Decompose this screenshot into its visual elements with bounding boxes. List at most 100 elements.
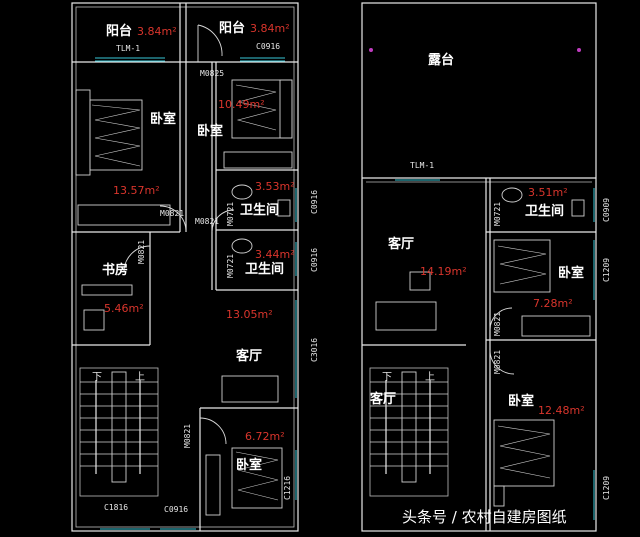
floor1-living-sofa	[221, 375, 279, 403]
floor2-outer-wall	[361, 2, 597, 532]
floor1-living-label: 客厅	[236, 348, 262, 364]
floor1-bedroom-right-wardrobe	[223, 151, 293, 169]
floor1-stair-treads	[80, 381, 158, 467]
floor2-bathroom-area: 3.51m²	[528, 186, 568, 199]
floor1-code-m0821-a: M0821	[160, 209, 184, 218]
floor1-bedroom-right-label: 卧室	[197, 123, 223, 139]
floor2-terrace-marker-right	[577, 48, 581, 52]
floor1-study-chair	[83, 309, 105, 331]
floor2-stair-treads	[370, 381, 448, 467]
floor1-balcony-right-area: 3.84m²	[250, 22, 290, 35]
floor1-study-desk	[81, 284, 133, 296]
floor2-bedroom-upper-bed-hatch	[497, 245, 547, 285]
floor1-bedroom-left-area: 13.57m²	[113, 184, 160, 197]
floor2-living-area: 14.19m²	[420, 265, 467, 278]
floor1-balcony-left-label: 阳台	[106, 23, 132, 39]
floor1-code-c1816: C1816	[104, 503, 128, 512]
floor1-balcony-right-label: 阳台	[219, 20, 245, 36]
floor1-bedroom-left-door	[159, 205, 187, 233]
floor1-bedroom-bottom-label: 卧室	[236, 457, 262, 473]
floor1-bedroom-bottom-wardrobe	[205, 454, 221, 516]
floor2-bedroom-lower-door	[489, 349, 515, 375]
floor1-bedroom-bottom-bed	[231, 447, 283, 509]
floor2-stair-down-label: 下	[382, 372, 392, 383]
floor1-bedroom-right-headboard	[279, 79, 293, 139]
floor1-code-m0821-b: M0821	[195, 217, 219, 226]
floor1-bedroom-right-area: 10.49m²	[218, 98, 265, 111]
floor1-study-area: 5.46m²	[104, 302, 144, 315]
floor1-bathroom-lower-area: 3.44m²	[255, 248, 295, 261]
floor2-bedroom-upper-door	[489, 307, 513, 331]
floor1-code-c1216: C1216	[283, 476, 292, 500]
floor1-bedroom-left-label: 卧室	[150, 111, 176, 127]
floor1-code-c0916-b: C0916	[310, 248, 319, 272]
floor1-code-c3016: C3016	[310, 338, 319, 362]
floor1-labels: 阳台 3.84m² 阳台 3.84m² TLM-1 C0916 M0825 10…	[92, 20, 319, 514]
floor2-living-sofa	[375, 301, 437, 331]
floor1-bathroom-upper-toilet	[277, 199, 291, 217]
floor2-bathroom-toilet	[571, 199, 585, 217]
floor1-bedroom-left-bed-hatch	[91, 104, 141, 167]
floor2-stairs-frame	[369, 367, 449, 497]
floor2-code-m0721: M0721	[493, 202, 502, 226]
floor1-code-tlm: TLM-1	[116, 44, 140, 53]
floor1-bedroom-left-wardrobe	[77, 204, 171, 226]
floor1-code-m0821-d: M0821	[183, 424, 192, 448]
floor1-living-area: 13.05m²	[226, 308, 273, 321]
floor1-balcony-left-area: 3.84m²	[137, 25, 177, 38]
floor1-bathroom-upper-sink	[231, 184, 253, 200]
floor2-code-tlm: TLM-1	[410, 161, 434, 170]
floor1-bedroom-left-bed	[89, 99, 143, 171]
floor1-bathroom-upper-label: 卫生间	[240, 202, 279, 218]
floor1-code-m0825: M0825	[200, 69, 224, 78]
floor2-terrace-label: 露台	[428, 52, 454, 68]
floor1-balcony-door-arc	[197, 24, 223, 57]
floor2-bedroom-upper-wardrobe	[521, 315, 591, 337]
floor1-bedroom-right-bed-hatch	[235, 84, 277, 131]
floor2-plan	[361, 2, 597, 532]
floor1-stair-down-label: 下	[92, 372, 102, 383]
floor2-code-c1209-a: C1209	[602, 258, 611, 282]
floor2-code-m0821-b: M0821	[493, 350, 502, 374]
floor2-bedroom-upper-label: 卧室	[558, 265, 584, 281]
floor1-bedroom-left-headboard	[75, 89, 91, 176]
floor2-bedroom-upper-bed	[493, 239, 551, 293]
floor1-stair-up-label: 上	[135, 371, 145, 383]
floor1-inner-outline	[75, 6, 295, 528]
floor2-living-label: 客厅	[388, 236, 414, 252]
floor2-bedroom-lower-bed	[493, 419, 555, 487]
floor2-terrace-marker-left	[369, 48, 373, 52]
floor1-bathroom-lower-label: 卫生间	[245, 261, 284, 277]
floor2-bedroom-lower-nightstand	[493, 485, 505, 507]
floor2-bedroom-lower-label: 卧室	[508, 393, 534, 409]
floor1-bathroom-upper-area: 3.53m²	[255, 180, 295, 193]
floor1-bedroom-bottom-bed-hatch	[235, 451, 279, 501]
watermark: 头条号 / 农村自建房图纸	[402, 508, 567, 526]
floor2-stairs-living-label: 客厅	[370, 391, 396, 407]
floor1-stairs-frame	[79, 367, 159, 497]
floor1-bathroom-lower-sink	[231, 238, 253, 254]
floor1-stair-well	[111, 371, 127, 483]
floor1-code-c0916-top: C0916	[256, 42, 280, 51]
floor1-code-c0916-bottom: C0916	[164, 505, 188, 514]
floor1-code-c0916-a: C0916	[310, 190, 319, 214]
floor2-stair-up-label: 上	[425, 371, 435, 383]
floor1-study-door	[123, 245, 151, 273]
floor2-bathroom-sink	[501, 187, 523, 203]
floor2-living-armchair	[409, 271, 431, 291]
floor2-code-m0821-a: M0821	[493, 312, 502, 336]
floor1-code-m0721-b: M0721	[226, 254, 235, 278]
floor2-code-c1209-b: C1209	[602, 476, 611, 500]
floor1-bedroom-bottom-door	[199, 417, 227, 445]
floor1-bedroom-bottom-area: 6.72m²	[245, 430, 285, 443]
floor1-code-m0821-c: M0821	[137, 240, 146, 264]
floor2-stair-well	[401, 371, 417, 483]
floor2-bedroom-lower-area: 12.48m²	[538, 404, 585, 417]
floor2-bedroom-lower-bed-hatch	[497, 425, 551, 479]
floor2-labels: 露台 TLM-1 3.51m² 卫生间 M0721 C0909 客厅 14.19…	[370, 52, 611, 500]
floor1-code-m0721-a: M0721	[226, 202, 235, 226]
floor1-bathroom-door	[211, 209, 235, 233]
floor2-bedroom-upper-area: 7.28m²	[533, 297, 573, 310]
floor2-code-c0909: C0909	[602, 198, 611, 222]
